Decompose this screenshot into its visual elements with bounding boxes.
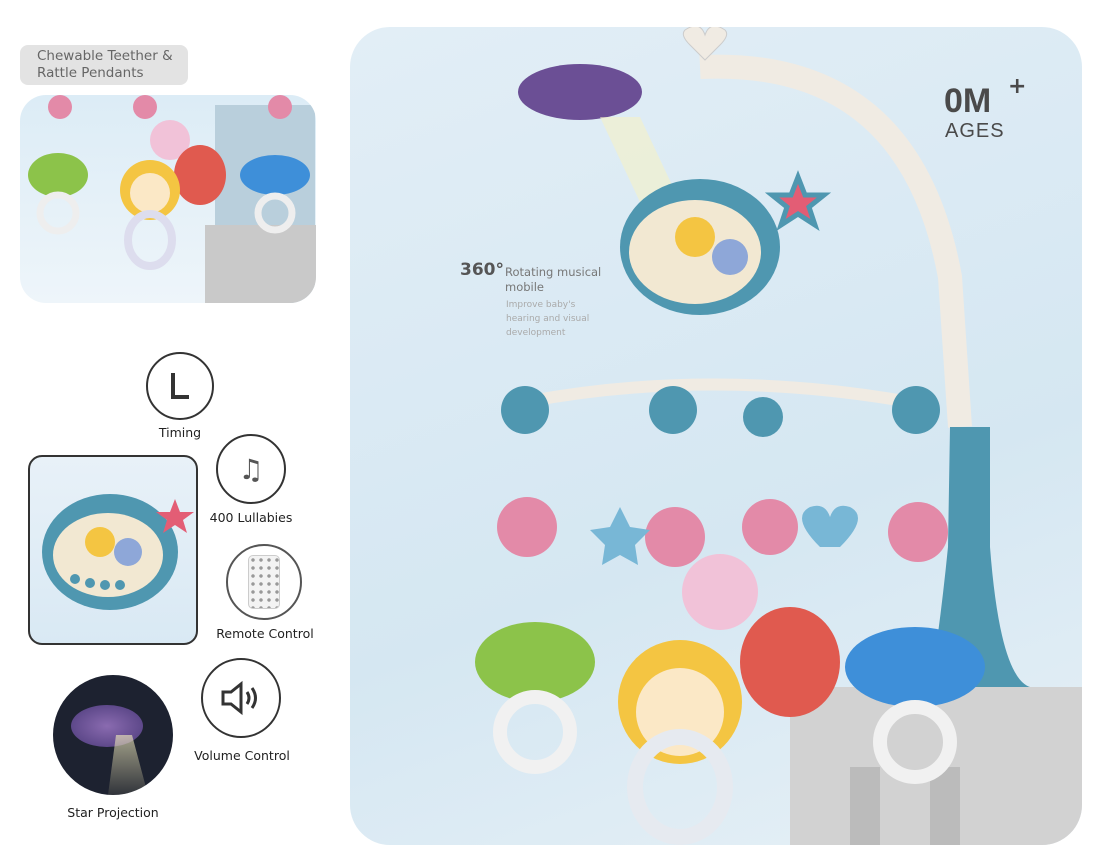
rotation-description: Improve baby's hearing and visual develo… <box>506 300 590 338</box>
music-box-illustration <box>42 494 194 610</box>
remote-icon <box>226 544 302 620</box>
volume-label: Volume Control <box>194 748 290 763</box>
lullabies-label: 400 Lullabies <box>209 510 293 525</box>
rotation-degrees: 360° <box>460 260 504 280</box>
timing-label: Timing <box>158 425 202 440</box>
age-plus: + <box>1008 74 1027 99</box>
timing-icon <box>146 352 214 420</box>
projection-label: Star Projection <box>67 805 159 820</box>
mobile-illustration <box>475 27 1082 845</box>
music-notes-icon: ♫ <box>216 434 286 504</box>
product-photo <box>350 27 1082 845</box>
projection-icon <box>53 675 173 795</box>
pendants-illustration <box>28 95 316 303</box>
rotation-title: Rotating musical mobile <box>505 265 602 294</box>
pendants-photo <box>20 95 316 303</box>
age-value: 0M <box>944 82 992 120</box>
music-box-photo <box>28 455 198 645</box>
remote-label: Remote Control <box>216 626 314 641</box>
pendants-title: Chewable Teether & Rattle Pendants <box>20 45 188 85</box>
age-label: AGES <box>945 120 1005 142</box>
speaker-icon <box>201 658 281 738</box>
